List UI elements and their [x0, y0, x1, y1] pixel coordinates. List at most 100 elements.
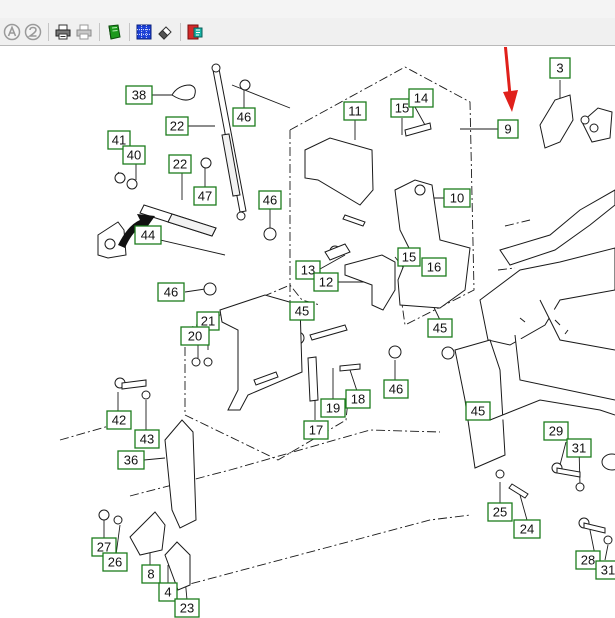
callout-40[interactable]: 40: [122, 145, 146, 165]
leader-line: [59, 419, 131, 441]
svg-text:36: 36: [124, 453, 138, 468]
gas-spring-lower: [139, 204, 217, 237]
toolbar-separator: [99, 22, 100, 41]
callout-22[interactable]: 22: [165, 116, 189, 136]
callout-9[interactable]: 9: [497, 119, 519, 139]
callout-19[interactable]: 19: [320, 398, 346, 418]
callout-46[interactable]: 46: [258, 190, 282, 210]
callout-10[interactable]: 10: [443, 188, 471, 208]
svg-text:45: 45: [471, 404, 485, 419]
bracket-10: [394, 179, 471, 309]
svg-text:40: 40: [127, 148, 141, 163]
callout-41[interactable]: 41: [107, 130, 131, 150]
svg-text:17: 17: [309, 423, 323, 438]
svg-text:27: 27: [97, 540, 111, 555]
toolbar-separator: [48, 22, 49, 41]
svg-text:41: 41: [112, 133, 126, 148]
arm-36: [164, 419, 197, 529]
svg-text:38: 38: [132, 88, 146, 103]
svg-text:10: 10: [450, 191, 464, 206]
print-button[interactable]: [53, 22, 73, 42]
blue-grid-icon: [136, 24, 152, 39]
red-toggle-icon: [187, 24, 203, 39]
svg-text:45: 45: [433, 321, 447, 336]
blue-grid-button[interactable]: [134, 22, 154, 42]
svg-text:14: 14: [414, 91, 428, 106]
callout-28[interactable]: 28: [575, 550, 601, 570]
svg-text:23: 23: [180, 601, 194, 616]
machine-frame: [454, 189, 615, 471]
svg-text:46: 46: [263, 193, 277, 208]
callout-31[interactable]: 31: [566, 438, 592, 458]
leader-line: [174, 514, 471, 589]
green-book-icon: [108, 23, 121, 40]
svg-text:19: 19: [326, 401, 340, 416]
callout-46[interactable]: 46: [383, 379, 409, 399]
plates-8-4: [129, 511, 191, 591]
callout-29[interactable]: 29: [543, 421, 569, 441]
callout-18[interactable]: 18: [345, 389, 371, 409]
svg-text:8: 8: [147, 567, 154, 582]
print-preview-button[interactable]: [74, 22, 94, 42]
callout-36[interactable]: 36: [117, 450, 145, 470]
red-toggle-button[interactable]: [185, 22, 205, 42]
plate-20: [219, 294, 303, 411]
callout-27[interactable]: 27: [91, 537, 117, 557]
callout-45[interactable]: 45: [427, 318, 453, 338]
svg-text:21: 21: [201, 314, 215, 329]
callout-4[interactable]: 4: [158, 582, 178, 602]
svg-text:45: 45: [295, 304, 309, 319]
callout-8[interactable]: 8: [141, 564, 161, 584]
svg-text:31: 31: [572, 441, 586, 456]
callout-42[interactable]: 42: [106, 410, 132, 430]
gas-spring-upper: [211, 63, 247, 221]
ball-joint: [171, 84, 196, 101]
zoom-circle-a-button[interactable]: [2, 22, 22, 42]
callout-26[interactable]: 26: [102, 552, 128, 572]
callout-12[interactable]: 12: [313, 272, 339, 292]
callout-43[interactable]: 43: [134, 429, 160, 449]
svg-text:15: 15: [395, 101, 409, 116]
svg-text:12: 12: [319, 275, 333, 290]
toolbar: [0, 18, 615, 46]
callout-44[interactable]: 44: [134, 225, 162, 245]
printer-gray-icon: [76, 24, 92, 39]
callout-21[interactable]: 21: [196, 311, 220, 331]
callout-22[interactable]: 22: [168, 154, 192, 174]
svg-text:4: 4: [164, 585, 171, 600]
callout-17[interactable]: 17: [303, 420, 329, 440]
red-indicator-arrow: [503, 47, 518, 112]
svg-text:15: 15: [402, 250, 416, 265]
callout-15[interactable]: 15: [390, 98, 414, 118]
callout-38[interactable]: 38: [125, 85, 153, 105]
callout-20[interactable]: 20: [180, 326, 210, 346]
green-book-button[interactable]: [104, 22, 124, 42]
callout-25[interactable]: 25: [487, 502, 513, 522]
svg-text:46: 46: [164, 285, 178, 300]
parts-diagram-canvas: 38 46 22 41 40 22 47 46 44 46 11 15 14 9…: [0, 47, 615, 618]
callout-46[interactable]: 46: [157, 282, 185, 302]
leader-line: [497, 219, 531, 271]
svg-text:47: 47: [198, 189, 212, 204]
svg-text:9: 9: [504, 122, 511, 137]
callout-11[interactable]: 11: [343, 101, 367, 121]
callout-31[interactable]: 31: [595, 560, 615, 580]
toolbar-separator: [180, 22, 181, 41]
callout-3[interactable]: 3: [549, 57, 571, 79]
bolts: [121, 122, 606, 534]
callout-16[interactable]: 16: [421, 257, 447, 277]
callout-24[interactable]: 24: [513, 519, 541, 539]
callout-46[interactable]: 46: [232, 107, 256, 127]
callout-47[interactable]: 47: [193, 186, 217, 206]
black-direction-arrow: [118, 214, 155, 248]
zoom-circle-2-button[interactable]: [23, 22, 43, 42]
callout-23[interactable]: 23: [174, 598, 200, 618]
callout-14[interactable]: 14: [408, 88, 434, 108]
callout-15[interactable]: 15: [397, 247, 421, 267]
bracket-3: [539, 94, 613, 149]
callout-45[interactable]: 45: [465, 401, 491, 421]
eraser-button[interactable]: [155, 22, 175, 42]
bracket-44: [97, 221, 127, 259]
svg-text:31: 31: [601, 563, 615, 578]
callout-45[interactable]: 45: [289, 301, 315, 321]
